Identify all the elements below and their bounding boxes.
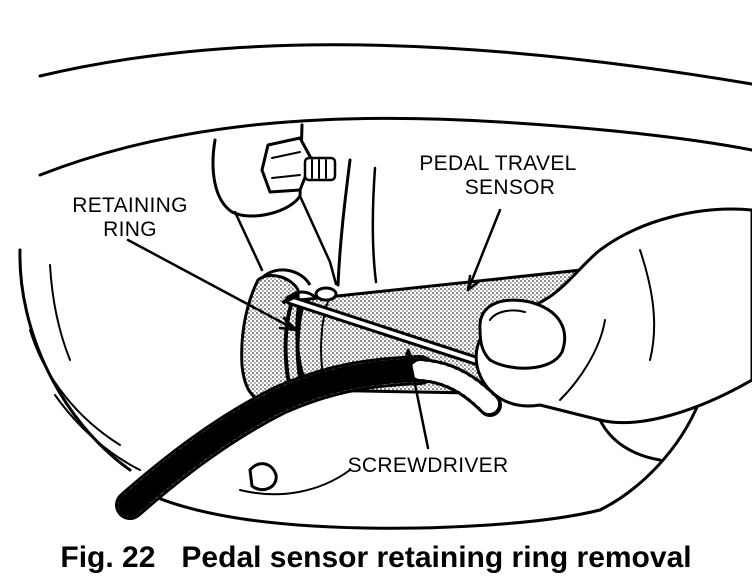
label-retaining-ring-line1: RETAINING — [72, 194, 187, 217]
label-screwdriver: SCREWDRIVER — [348, 454, 509, 477]
wiring-harness — [115, 355, 502, 520]
label-pedal-travel-sensor-line2: SENSOR — [465, 176, 556, 199]
mounting-bracket — [211, 123, 378, 287]
figure-caption: Fig. 22 Pedal sensor retaining ring remov… — [0, 538, 752, 578]
dash-panel-outline — [18, 43, 752, 530]
figure-number: Fig. 22 — [60, 541, 156, 574]
figure-caption-text: Pedal sensor retaining ring removal — [181, 541, 692, 574]
label-pedal-travel-sensor-line1: PEDAL TRAVEL — [419, 152, 576, 175]
screwdriver — [282, 294, 485, 367]
leader-lines — [126, 208, 502, 450]
label-retaining-ring-line2: RING — [103, 218, 157, 241]
technician-hand — [474, 207, 752, 462]
